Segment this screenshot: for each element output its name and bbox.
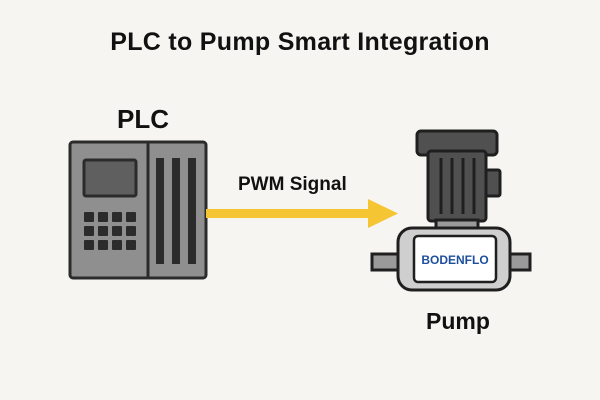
diagram-title: PLC to Pump Smart Integration bbox=[110, 28, 490, 56]
plc-label: PLC bbox=[117, 104, 169, 134]
signal-arrow-icon bbox=[206, 199, 398, 228]
pump-icon: BODENFLO bbox=[370, 129, 532, 292]
signal-label: PWM Signal bbox=[238, 174, 347, 195]
plc-screen bbox=[82, 158, 138, 198]
pump-nameplate bbox=[412, 234, 498, 284]
pump-brand-text: BODENFLO bbox=[421, 253, 488, 267]
pump-motor bbox=[426, 149, 488, 223]
plc-keypad bbox=[84, 212, 136, 250]
plc-controller-icon bbox=[68, 140, 208, 280]
pump-label: Pump bbox=[426, 308, 490, 334]
plc-io-modules bbox=[156, 158, 196, 264]
